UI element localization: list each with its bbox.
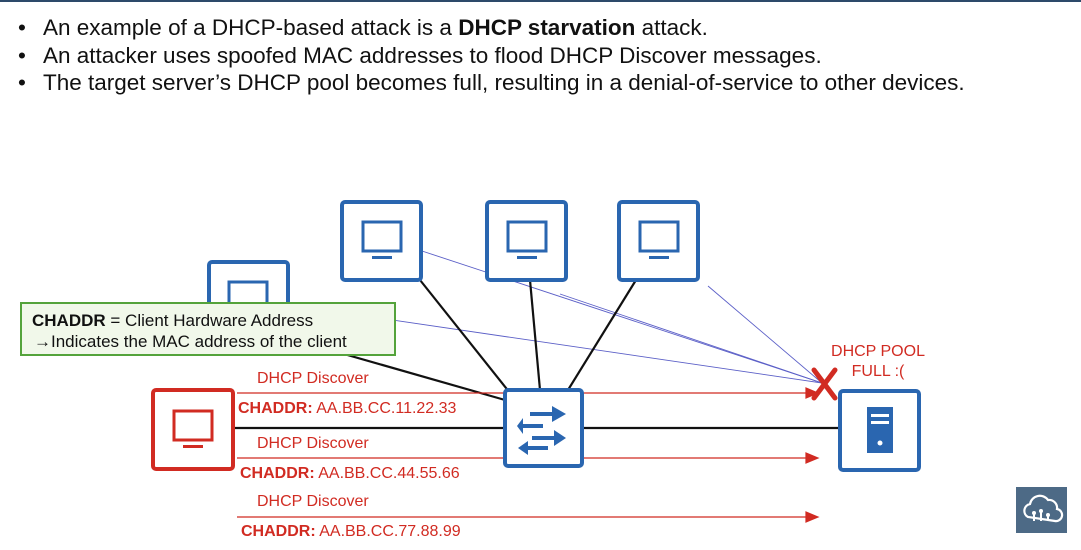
chaddr-label-3: CHADDR: AA.BB.CC.77.88.99: [241, 523, 461, 541]
chaddr-field: CHADDR:: [238, 400, 313, 417]
pc-frame: [340, 200, 423, 282]
bullet-glyph: •: [18, 42, 26, 68]
bullet-bold-text: DHCP starvation: [458, 15, 636, 40]
pc-frame: [617, 200, 700, 282]
switch-links: [233, 279, 840, 430]
chaddr-label-2: CHADDR: AA.BB.CC.44.55.66: [240, 465, 460, 483]
switch-frame: [503, 388, 584, 468]
cloud-circuit-icon: [1023, 494, 1064, 523]
discover-label-1: DHCP Discover: [257, 370, 369, 387]
discover-arrowhead-1: [805, 387, 820, 399]
bullet-text: An attacker uses spoofed MAC addresses t…: [43, 42, 822, 68]
callout-definition: CHADDR = Client Hardware Address: [32, 310, 384, 331]
pc-frame: [151, 388, 235, 471]
pc-top-1: [340, 200, 423, 282]
monitor-icon: [361, 220, 403, 259]
flood-line: [559, 293, 823, 384]
discover-label-3: DHCP Discover: [257, 493, 369, 510]
pc-frame: [485, 200, 568, 282]
link-line: [419, 279, 511, 394]
chaddr-value: AA.BB.CC.77.88.99: [315, 523, 461, 540]
bullet-text-end: attack.: [635, 15, 708, 40]
bullet-list: •An example of a DHCP-based attack is a …: [18, 14, 965, 97]
discover-arrowhead-3: [805, 511, 820, 523]
bullet-item: • An attacker uses spoofed MAC addresses …: [18, 42, 965, 70]
link-line: [567, 279, 637, 391]
monitor-icon: [172, 409, 214, 448]
switch-arrows-icon: [517, 406, 566, 455]
pool-status-line1: DHCP POOL: [831, 343, 925, 360]
bullet-item: • The target server’s DHCP pool becomes f…: [18, 69, 965, 97]
bullet-text: An example of a DHCP-based attack is a: [43, 15, 459, 40]
bullet-glyph: •: [18, 70, 26, 95]
callout-definition-text: = Client Hardware Address: [105, 311, 314, 330]
bullet-item: •An example of a DHCP-based attack is a …: [18, 14, 965, 42]
logo: [1016, 487, 1067, 533]
chaddr-field: CHADDR:: [240, 465, 315, 482]
attacker-pc: [151, 388, 235, 471]
monitor-icon: [638, 220, 680, 259]
chaddr-callout: CHADDR = Client Hardware Address →Indica…: [20, 302, 396, 356]
pool-status-line2: FULL :(: [851, 363, 905, 380]
bullet-text: The target server’s DHCP pool becomes fu…: [43, 70, 965, 95]
red-x-icon: [811, 367, 838, 401]
bullet-glyph: •: [18, 15, 26, 40]
pc-top-2: [485, 200, 568, 282]
callout-term: CHADDR: [32, 311, 106, 330]
flood-line: [707, 285, 823, 384]
top-divider: [0, 0, 1081, 2]
pc-top-3: [617, 200, 700, 282]
chaddr-field: CHADDR:: [241, 523, 316, 540]
chaddr-label-1: CHADDR: AA.BB.CC.11.22.33: [238, 400, 456, 418]
discover-label-2: DHCP Discover: [257, 435, 369, 452]
dhcp-server: [838, 389, 921, 472]
chaddr-value: AA.BB.CC.11.22.33: [312, 400, 457, 417]
pool-status: DHCP POOL FULL :(: [808, 342, 948, 382]
callout-note: →Indicates the MAC address of the client: [34, 332, 347, 351]
monitor-icon: [506, 220, 548, 259]
switch: [503, 388, 584, 468]
discover-arrowhead-2: [805, 452, 820, 464]
server-icon: [867, 407, 893, 453]
chaddr-value: AA.BB.CC.44.55.66: [314, 465, 460, 482]
link-line: [528, 279, 542, 391]
